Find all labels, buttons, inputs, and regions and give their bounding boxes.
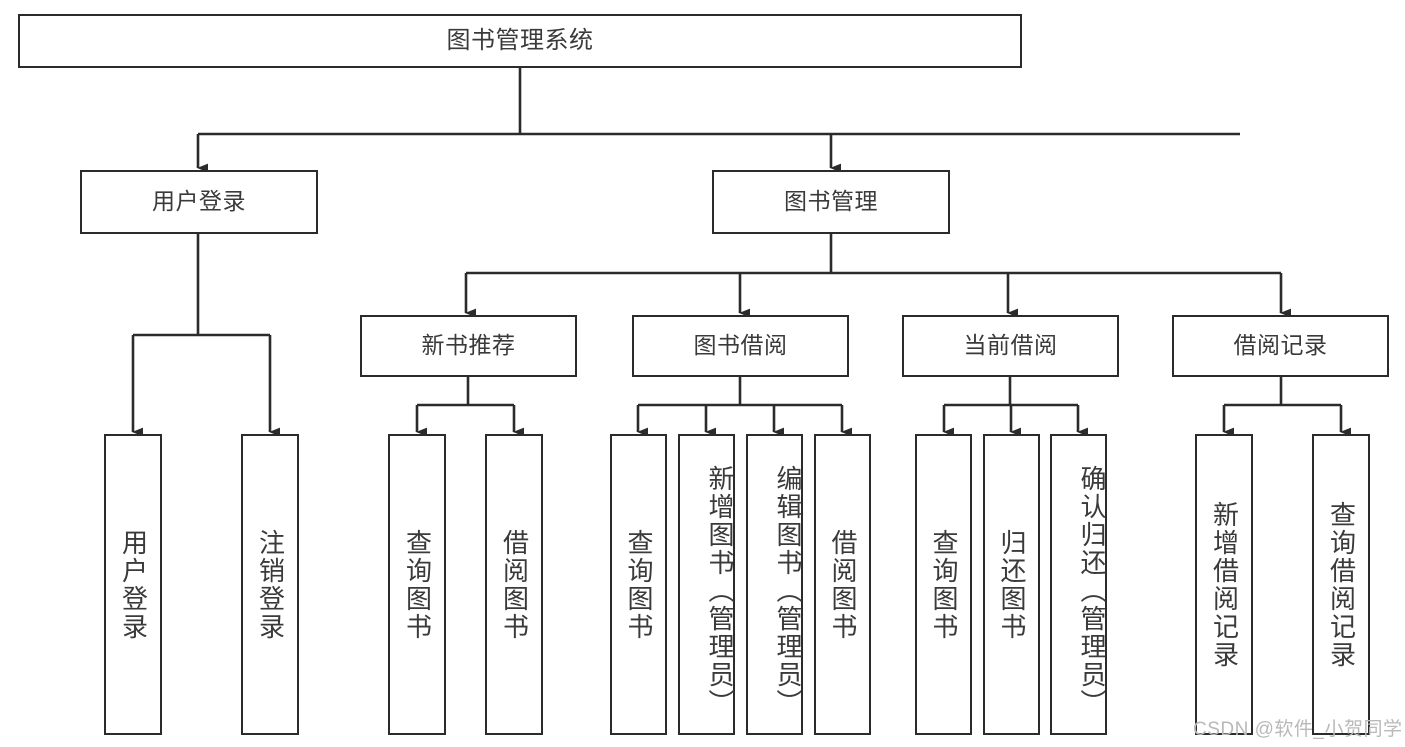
node-label: 图书管理	[784, 188, 878, 215]
node-label: 用户登录	[118, 528, 149, 641]
node-book-borrow[interactable]: 图书借阅	[632, 315, 849, 377]
node-book-manage[interactable]: 图书管理	[712, 170, 950, 234]
node-label: 当前借阅	[963, 332, 1058, 359]
node-label: 用户登录	[152, 188, 246, 215]
node-borrow-record[interactable]: 借阅记录	[1172, 315, 1389, 377]
leaf-borrow-book-borrow[interactable]: 借阅图书	[814, 434, 871, 735]
leaf-query-book-current[interactable]: 查询图书	[915, 434, 972, 735]
node-label: 确认归还（管理员）	[1077, 464, 1107, 717]
leaf-edit-book-admin[interactable]: 编辑图书（管理员）	[746, 434, 803, 735]
node-label: 图书借阅	[693, 332, 788, 359]
node-label: 新增借阅记录	[1209, 500, 1240, 669]
leaf-add-borrow-record[interactable]: 新增借阅记录	[1195, 434, 1253, 735]
node-label: 查询借阅记录	[1326, 500, 1357, 669]
node-label: 图书管理系统	[446, 26, 594, 54]
node-label: 注销登录	[255, 528, 286, 641]
node-user-login[interactable]: 用户登录	[80, 170, 318, 234]
leaf-query-borrow-record[interactable]: 查询借阅记录	[1312, 434, 1370, 735]
node-label: 查询图书	[624, 528, 655, 641]
leaf-query-book-borrow[interactable]: 查询图书	[610, 434, 667, 735]
node-label: 借阅记录	[1233, 332, 1328, 359]
leaf-query-book-recommend[interactable]: 查询图书	[388, 434, 446, 735]
node-label: 借阅图书	[499, 528, 530, 641]
node-label: 新增图书（管理员）	[705, 464, 735, 717]
leaf-add-book-admin[interactable]: 新增图书（管理员）	[678, 434, 735, 735]
leaf-return-book[interactable]: 归还图书	[983, 434, 1040, 735]
node-new-book-recommend[interactable]: 新书推荐	[360, 315, 577, 377]
node-label: 编辑图书（管理员）	[773, 464, 803, 717]
csdn-watermark: CSDN @软件_小贺同学	[1193, 719, 1403, 740]
node-label: 查询图书	[402, 528, 433, 641]
node-current-borrow[interactable]: 当前借阅	[902, 315, 1119, 377]
node-label: 查询图书	[929, 528, 960, 641]
leaf-user-login[interactable]: 用户登录	[104, 434, 162, 735]
node-label: 新书推荐	[421, 332, 516, 359]
leaf-logout-login[interactable]: 注销登录	[241, 434, 299, 735]
leaf-confirm-return-admin[interactable]: 确认归还（管理员）	[1050, 434, 1107, 735]
node-label: 借阅图书	[828, 528, 859, 641]
leaf-borrow-book-recommend[interactable]: 借阅图书	[485, 434, 543, 735]
node-root-book-management-system[interactable]: 图书管理系统	[18, 14, 1022, 68]
node-label: 归还图书	[997, 528, 1028, 641]
